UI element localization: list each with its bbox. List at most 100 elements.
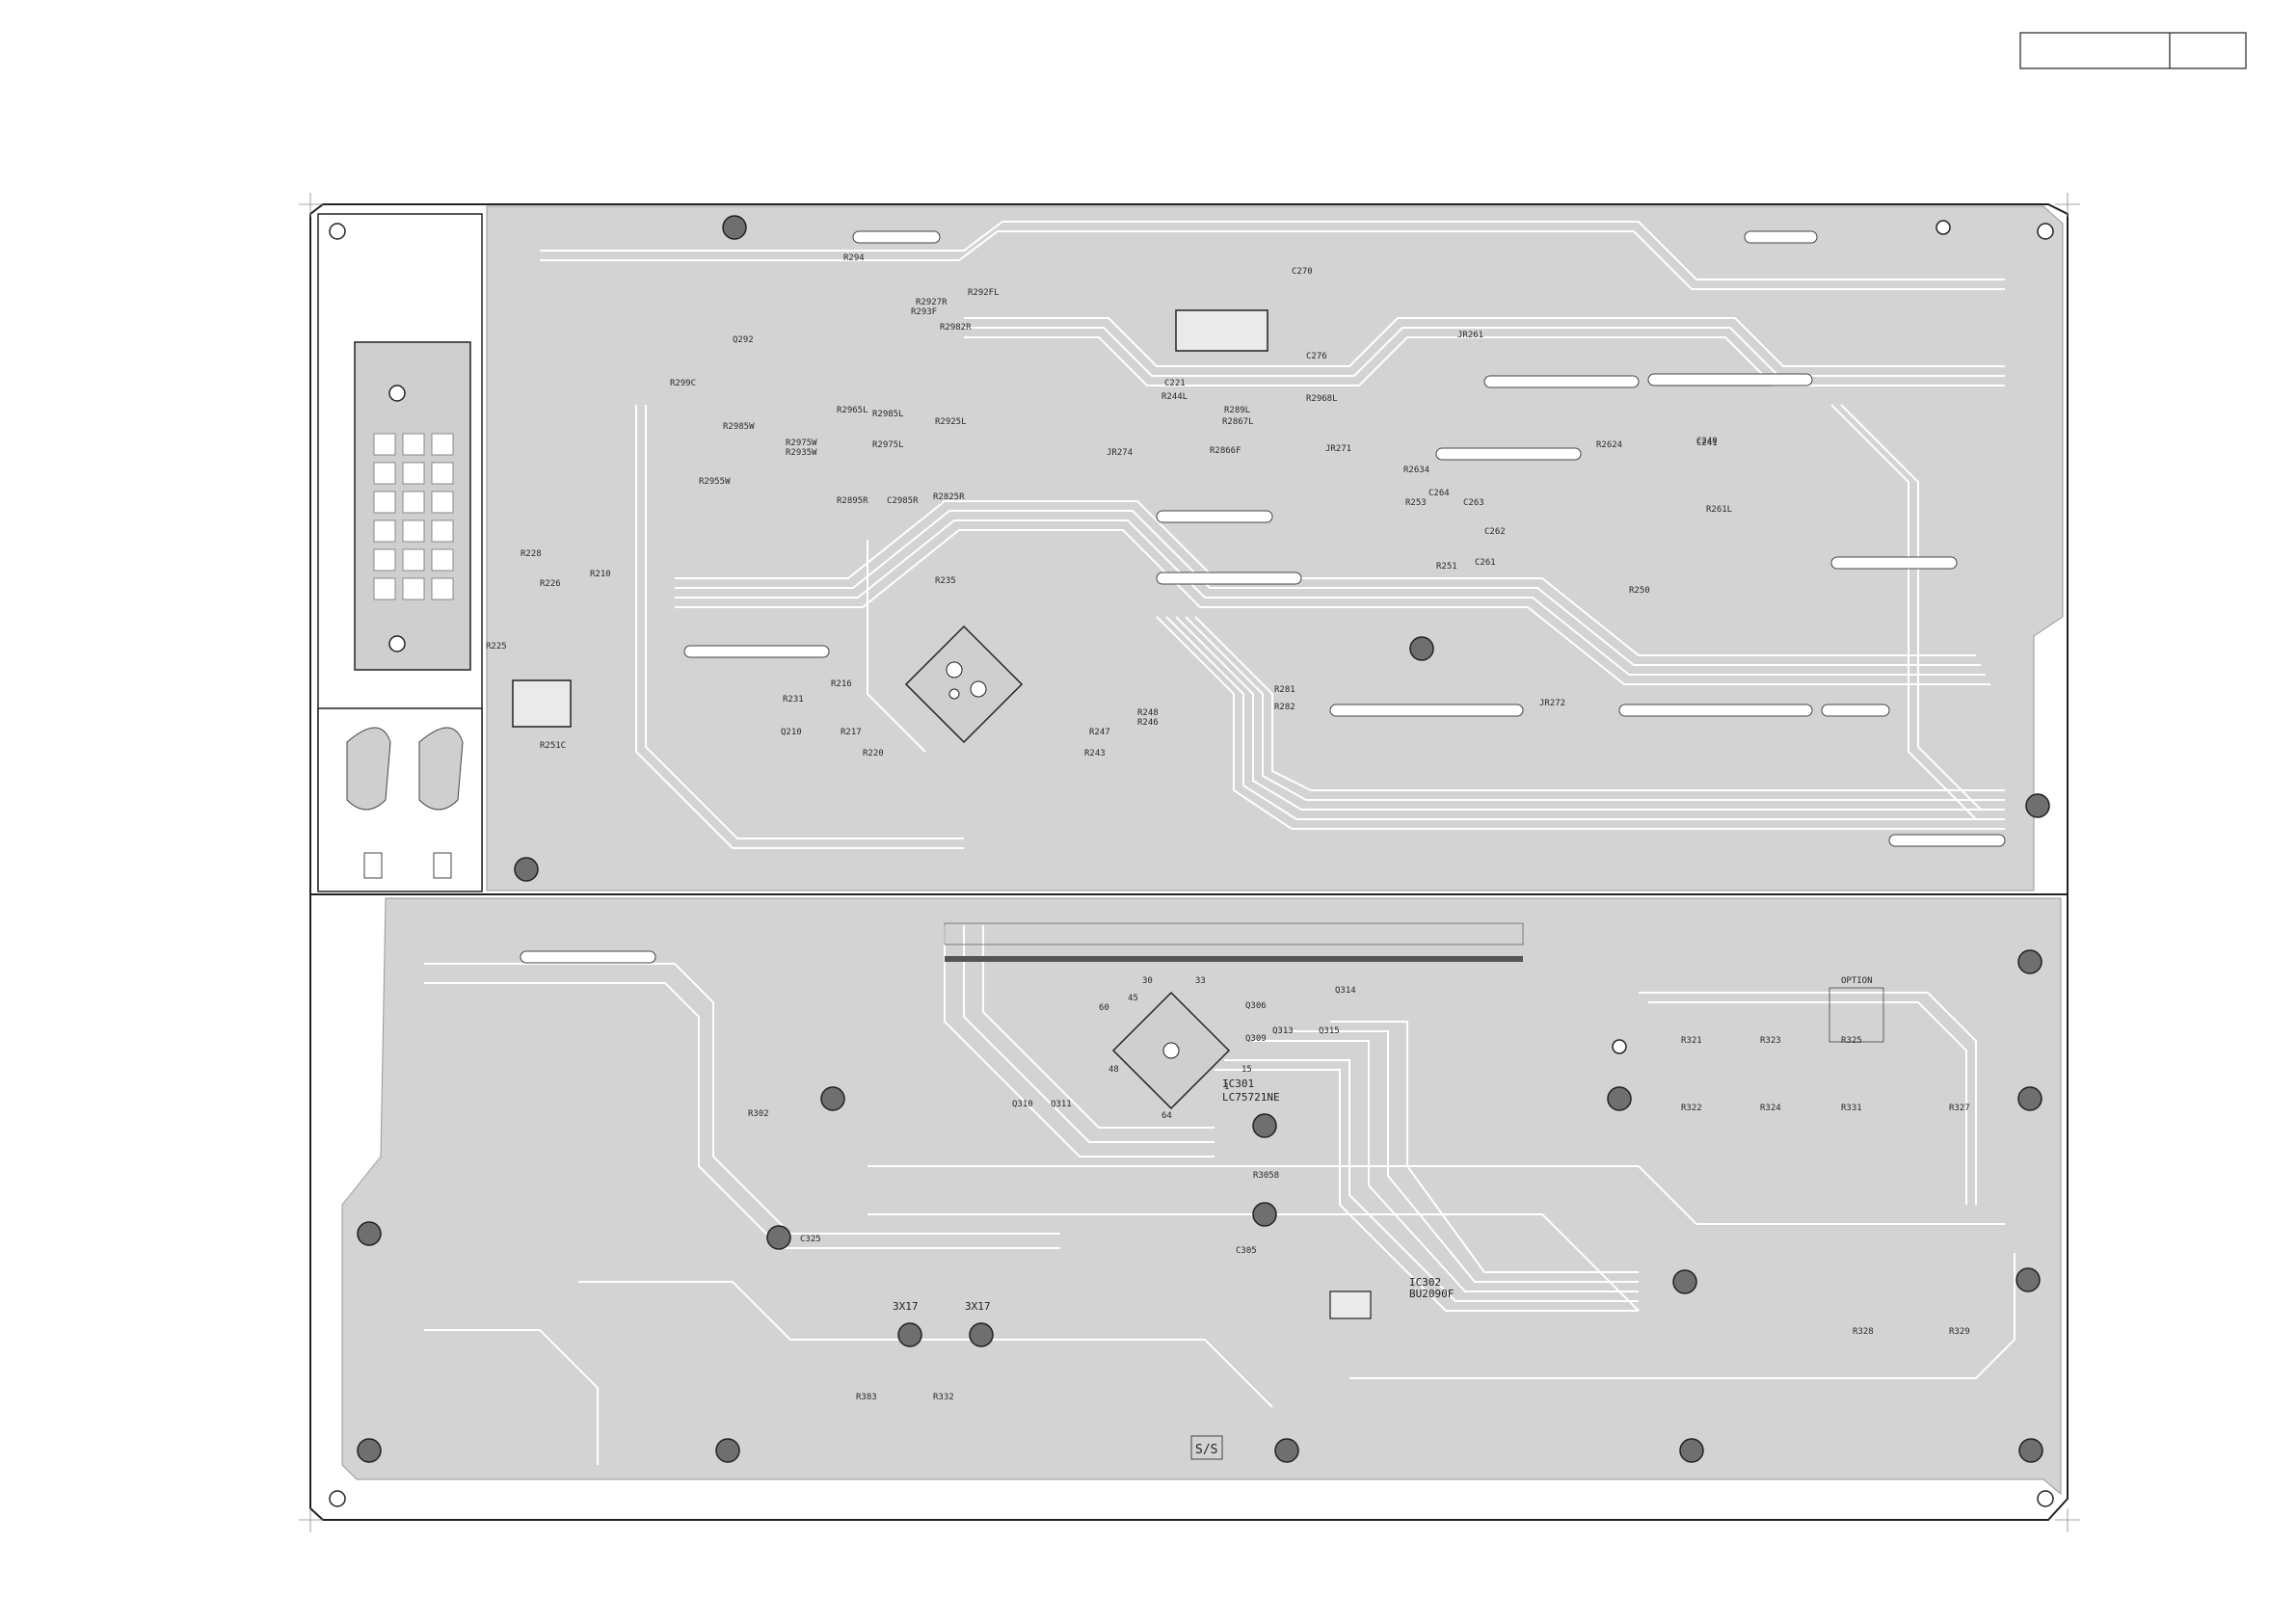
ref-label: R210 <box>590 570 611 579</box>
trace-bundle-upper <box>540 221 2005 849</box>
pin-label: 1 <box>1224 1082 1229 1092</box>
ref-label: R235 <box>935 576 956 586</box>
ref-label: R253 <box>1405 498 1427 508</box>
ref-label: C240 <box>1696 437 1718 446</box>
ref-label: JR272 <box>1539 699 1565 708</box>
ref-label: R2965L <box>837 406 868 415</box>
ref-label: R228 <box>521 549 542 559</box>
copper-fill-upper <box>486 205 2064 891</box>
ref-label: R248 <box>1137 708 1159 718</box>
ref-label: R292FL <box>968 288 1000 298</box>
ref-label: R247 <box>1089 728 1110 737</box>
ic-lower-main <box>1111 991 1231 1110</box>
option-label: OPTION <box>1841 976 1873 986</box>
side-mark: S/S <box>1190 1435 1223 1460</box>
ref-label: R2975W <box>786 439 817 448</box>
ref-label: C261 <box>1475 558 1496 568</box>
ref-label: R289L <box>1224 406 1250 415</box>
screw-label-1: 3X17 <box>893 1300 919 1313</box>
ref-label: R281 <box>1274 685 1295 695</box>
ref-label: Q210 <box>781 728 802 737</box>
ref-label: R328 <box>1853 1327 1874 1337</box>
ref-label: R2624 <box>1596 440 1622 450</box>
ic302-part-label: BU2090F <box>1409 1288 1454 1300</box>
ref-label: C263 <box>1463 498 1484 508</box>
ref-label: R299C <box>670 379 696 388</box>
ref-label: R329 <box>1949 1327 1970 1337</box>
ref-label: R331 <box>1841 1104 1862 1113</box>
ref-label: R246 <box>1137 718 1159 728</box>
ref-label: JR271 <box>1325 444 1351 454</box>
ref-label: C270 <box>1292 267 1313 277</box>
ref-label: Q313 <box>1272 1026 1294 1036</box>
pin-label: 48 <box>1108 1065 1119 1075</box>
ref-label: R220 <box>863 749 884 758</box>
upper-ref-labels: R299C R2985W R2975W R2935W R2955W Q292 R… <box>486 253 1732 758</box>
ref-label: R332 <box>933 1393 954 1402</box>
ic-pin-labels: 45 60 33 30 15 1 48 64 <box>1099 976 1252 1121</box>
ic-lower-aux <box>1329 1290 1372 1319</box>
ic302-label: IC302 <box>1409 1276 1441 1289</box>
ref-label: R325 <box>1841 1036 1862 1046</box>
trace-bundle-lower <box>424 925 2016 1465</box>
lower-ref-labels: Q306 Q309 Q310 Q311 Q313 Q314 Q315 R321 … <box>748 986 1970 1402</box>
ref-label: R2867L <box>1222 417 1254 427</box>
ref-label: JR274 <box>1107 448 1133 458</box>
ref-label: R251 <box>1436 562 1457 572</box>
ref-label: R2968L <box>1306 394 1338 404</box>
ref-label: R244L <box>1161 392 1188 402</box>
ref-label: C264 <box>1428 489 1450 498</box>
ref-label: R2825R <box>933 492 965 502</box>
ref-label: R243 <box>1084 749 1106 758</box>
ref-label: C262 <box>1484 527 1506 537</box>
pin-label: 64 <box>1161 1111 1172 1121</box>
side-mark-label: S/S <box>1195 1443 1217 1457</box>
ref-label: Q311 <box>1051 1100 1072 1109</box>
ref-label: R383 <box>856 1393 877 1402</box>
ref-label: R2927R <box>916 298 948 307</box>
ic301-label: IC301 <box>1222 1078 1254 1090</box>
ref-label: R323 <box>1760 1036 1781 1046</box>
ref-label: R217 <box>841 728 862 737</box>
ref-label: C276 <box>1306 352 1327 361</box>
left-connector-pads <box>346 727 464 879</box>
ref-label: R2985L <box>872 410 904 419</box>
pin-label: 33 <box>1195 976 1206 986</box>
pin-label: 15 <box>1241 1065 1252 1075</box>
ref-label: R2925L <box>935 417 967 427</box>
board-outline <box>309 203 2069 1521</box>
pad-rows <box>520 230 2006 964</box>
ref-label: R216 <box>831 679 852 689</box>
pin-label: 45 <box>1128 994 1138 1003</box>
ref-label: R250 <box>1629 586 1650 596</box>
title-block <box>2019 32 2247 69</box>
ref-label: R293F <box>911 307 937 317</box>
ref-label: Q310 <box>1012 1100 1033 1109</box>
ref-label: R2935W <box>786 448 817 458</box>
mounting-holes <box>357 215 2050 1463</box>
ref-label: Q309 <box>1245 1034 1267 1044</box>
crop-marks <box>299 193 2080 1532</box>
corner-holes <box>329 220 2054 1507</box>
ref-label: R282 <box>1274 703 1295 712</box>
ref-label: R2975L <box>872 440 904 450</box>
ic-upper-main <box>904 625 1024 744</box>
ref-label: R321 <box>1681 1036 1702 1046</box>
ref-label: R225 <box>486 642 507 652</box>
ref-label: R2982R <box>940 323 972 333</box>
ref-label: C305 <box>1236 1246 1257 1256</box>
screw-label-2: 3X17 <box>965 1300 991 1313</box>
ref-label: C241 <box>1696 439 1718 448</box>
ref-label: R226 <box>540 579 561 589</box>
ref-label: R3058 <box>1253 1171 1279 1181</box>
ref-label: R2985W <box>723 422 755 432</box>
ic301-part-label: LC75721NE <box>1222 1091 1280 1104</box>
ref-label: R231 <box>783 695 804 705</box>
option-block: OPTION <box>1829 976 1884 1043</box>
ref-label: C221 <box>1164 379 1186 388</box>
ref-label: Q306 <box>1245 1001 1267 1011</box>
pin-label: 60 <box>1099 1003 1109 1013</box>
ref-label: JR261 <box>1457 331 1483 340</box>
ref-label: R294 <box>843 253 865 263</box>
